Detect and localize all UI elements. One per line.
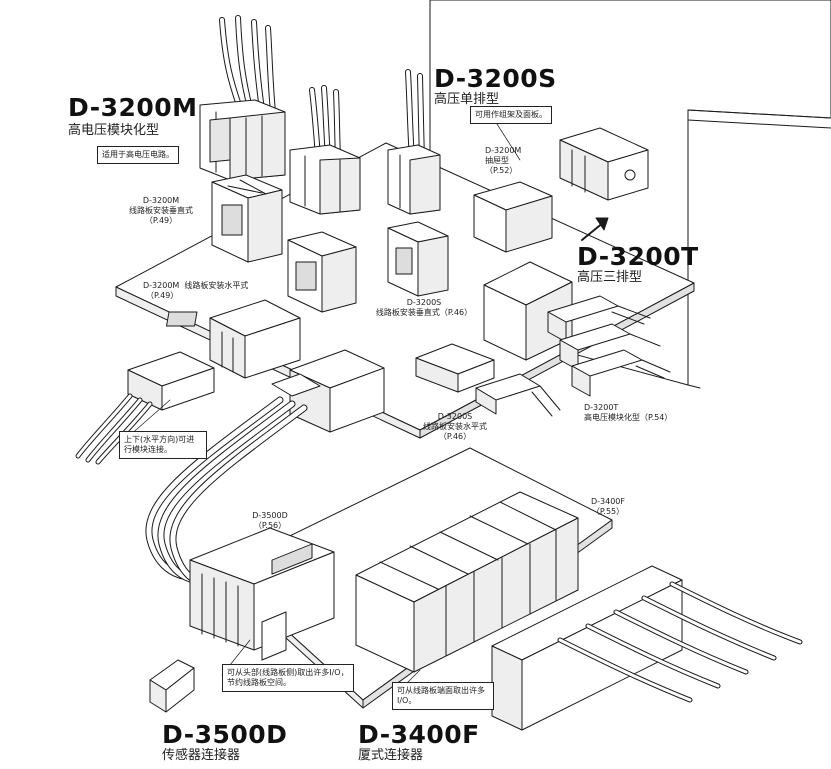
label-d3200m-drawer-line1: D-3200M	[485, 146, 522, 155]
label-d3400f-ref-line2: （P.55）	[591, 507, 625, 516]
label-d3200s-vertical: D-3200S 线路板安装垂直式（P.46）	[374, 298, 474, 318]
d3500d-title: D-3500D	[162, 720, 288, 749]
callout-io-from-head: 可从头部(线路板侧)取出许多I/O，节约线路板空间。	[222, 664, 354, 692]
d3400f-connector	[355, 491, 579, 673]
label-d3500d-ref-line2: （P.56）	[253, 521, 287, 530]
label-d3200t-module: D-3200T 高电压模块化型（P.54）	[584, 403, 672, 423]
d3200m-cable-connector	[199, 15, 286, 181]
label-d3200s-horizontal: D-3200S 线路板安装水平式 （P.46）	[412, 412, 498, 442]
label-d3200m-vertical-line1: D-3200M	[142, 196, 180, 205]
d3400f-subtitle: 厦式连接器	[358, 748, 424, 763]
label-d3200m-vertical-line2: 线路板安装垂直式	[129, 206, 193, 215]
d3200m-horizontal-header	[166, 299, 301, 379]
label-d3500d-ref: D-3500D （P.56）	[240, 511, 300, 531]
label-d3200s-vertical-line1: D-3200S	[406, 298, 442, 307]
d3200m-vertical-header	[211, 174, 283, 263]
d3200t-subtitle: 高压三排型	[577, 270, 643, 285]
d3200s-subtitle: 高压单排型	[434, 92, 500, 107]
label-d3400f-ref-line1: D-3400F	[590, 497, 625, 506]
d3200t-triple-header	[483, 261, 573, 361]
label-d3200t-module-line1: D-3200T	[584, 403, 619, 412]
d3200m-subtitle: 高电压模块化型	[68, 123, 160, 138]
d3200m-header-2	[287, 231, 357, 313]
label-d3200s-horizontal-line3: （P.46）	[438, 432, 472, 441]
d3200s-cable-connector	[387, 69, 441, 215]
label-d3200m-horizontal-page: （P.49）	[146, 291, 179, 300]
label-d3200s-vertical-line2: 线路板安装垂直式（P.46）	[375, 308, 473, 317]
d3200s-vertical-header	[387, 221, 449, 297]
d3200t-cable-connectors	[547, 295, 671, 397]
d3200s-title: D-3200S	[434, 64, 557, 93]
label-d3500d-ref-line1: D-3500D	[252, 511, 288, 520]
label-d3200m-horizontal-title: D-3200M	[143, 281, 180, 290]
d3200s-horizontal-header	[415, 343, 561, 417]
callout-io-from-end: 可从线路板端面取出许多I/O。	[392, 682, 494, 710]
callout-high-voltage: 适用于高电压电路。	[97, 146, 179, 164]
d3200t-title: D-3200T	[577, 242, 699, 271]
callout-modular-horizontal: 上下(水平方向)可进行模块连接。	[119, 431, 207, 459]
d3200m-mated-horizontal	[271, 349, 385, 433]
d3500d-subtitle: 传感器连接器	[162, 748, 241, 763]
d3400f-cable-connectors	[491, 565, 803, 731]
label-d3200t-module-line2: 高电压模块化型（P.54）	[584, 413, 673, 422]
label-d3200s-horizontal-line2: 线路板安装水平式	[423, 422, 487, 431]
d3400f-title: D-3400F	[358, 720, 480, 749]
label-d3200m-horizontal: D-3200M 线路板安装水平式 （P.49）	[143, 281, 248, 301]
label-d3200m-drawer-line2: 抽屉型	[485, 156, 509, 165]
label-d3200m-vertical: D-3200M 线路板安装垂直式 （P.49）	[122, 196, 200, 226]
label-d3400f-ref: D-3400F （P.55）	[578, 497, 638, 517]
label-d3200m-horizontal-sub: 线路板安装水平式	[184, 281, 249, 290]
d3200m-title: D-3200M	[68, 93, 198, 122]
label-d3200m-drawer-line3: （P.52）	[485, 166, 518, 175]
arrow-icon	[581, 217, 609, 241]
d3200t-panel-mount	[559, 127, 649, 201]
d3500d-connector	[189, 527, 335, 661]
harness-cables	[145, 396, 308, 589]
d3200m-cable-connector-2	[289, 85, 361, 215]
label-d3200m-vertical-line3: （P.49）	[144, 216, 178, 225]
label-d3200m-drawer: D-3200M 抽屉型 （P.52）	[485, 146, 521, 176]
d3500d-small-connector	[149, 659, 195, 713]
label-d3200s-horizontal-line1: D-3200S	[437, 412, 473, 421]
callout-panel-mount: 可用作组架及面板。	[470, 106, 552, 124]
d3200m-drawer-type	[473, 181, 553, 253]
